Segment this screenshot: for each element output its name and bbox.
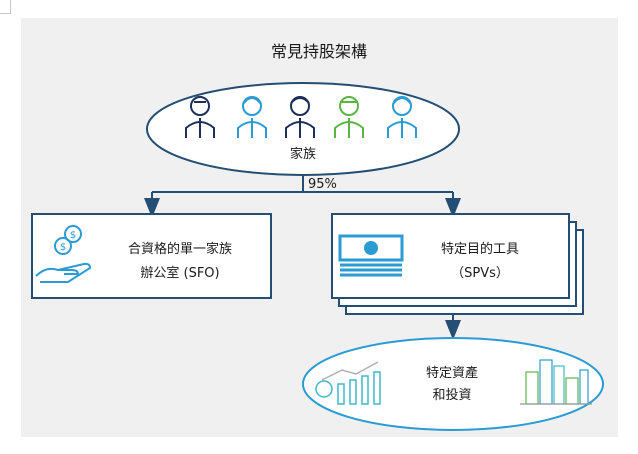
assets-label-line1: 特定資產 (425, 366, 478, 381)
svg-text:$: $ (70, 230, 76, 241)
svg-text:$: $ (60, 242, 66, 253)
person-icon (387, 96, 417, 138)
money-hand-icon (35, 225, 92, 283)
ownership-percentage: 95% (308, 177, 337, 192)
banknote-icon (338, 234, 404, 277)
sfo-label-line2: 辦公室 (SFO) (140, 266, 220, 281)
person-icon (334, 96, 364, 138)
sfo-box (31, 213, 272, 299)
sfo-label-line1: 合資格的單一家族 (127, 242, 232, 257)
city-icon (520, 359, 592, 405)
person-icon (237, 96, 267, 138)
assets-label-line2: 和投資 (432, 388, 472, 403)
family-label: 家族 (289, 147, 316, 162)
assets-ellipse (302, 337, 604, 431)
spv-label-line1: 特定目的工具 (440, 242, 519, 257)
spv-label-line2: （SPVs） (451, 266, 509, 281)
diagram-title: 常見持股架構 (270, 42, 367, 61)
person-icon (185, 96, 215, 138)
person-icon (285, 96, 315, 138)
chart-icon (315, 361, 381, 405)
page-corner-mark (0, 0, 11, 14)
